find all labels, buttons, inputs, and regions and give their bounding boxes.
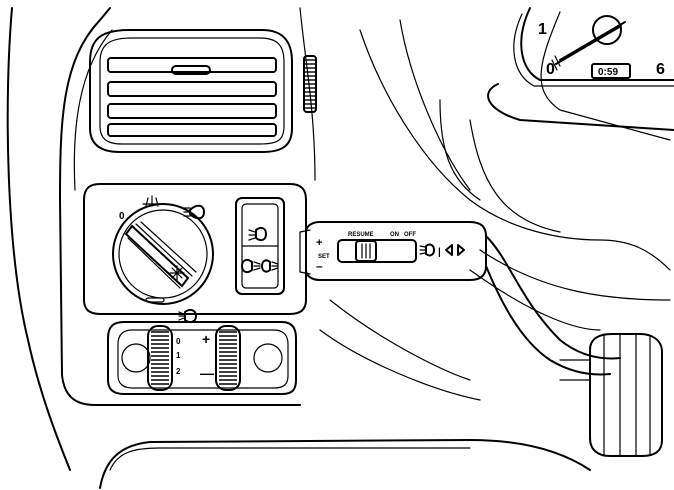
fog-light-icon bbox=[169, 265, 185, 281]
gauge-needle bbox=[555, 21, 626, 65]
dimmer-minus: — bbox=[200, 365, 214, 381]
front-fog-icon bbox=[248, 226, 267, 242]
light-switch-indicator bbox=[145, 297, 165, 303]
turn-signal-icon bbox=[445, 244, 465, 256]
cruise-control-stalk[interactable] bbox=[299, 221, 621, 376]
fog-light-switch[interactable] bbox=[235, 197, 285, 295]
parking-light-icon bbox=[142, 195, 162, 207]
stalk-on-label: ON bbox=[390, 232, 399, 238]
stalk-headlight-icon bbox=[419, 243, 435, 257]
dimmer-plus: + bbox=[202, 331, 210, 347]
gauge-tick-0: 0 bbox=[546, 61, 555, 78]
range-mark-2: 2 bbox=[176, 367, 181, 376]
dashboard-lower-edge bbox=[99, 439, 591, 489]
stalk-off-label: OFF bbox=[404, 232, 416, 238]
headlight-icon bbox=[183, 204, 205, 220]
range-mark-1: 1 bbox=[176, 351, 181, 360]
switch-module bbox=[83, 183, 307, 315]
range-mark-0: 0 bbox=[176, 337, 181, 346]
gauge-tick-1: 1 bbox=[538, 21, 547, 38]
thumbwheel-module bbox=[107, 321, 297, 395]
stalk-plus: + bbox=[316, 237, 322, 249]
light-off-mark: 0 bbox=[119, 211, 125, 222]
air-vent bbox=[89, 29, 293, 153]
range-indicator-icon bbox=[178, 308, 197, 324]
stalk-set-label: SET bbox=[318, 254, 330, 260]
cruise-slide-switch[interactable] bbox=[337, 239, 417, 263]
dashboard-outline bbox=[6, 7, 71, 471]
dashboard-dimmer-wheel[interactable] bbox=[215, 325, 241, 391]
instrument-gauge bbox=[487, 7, 674, 131]
stalk-separator: | bbox=[438, 247, 441, 258]
gauge-tick-6: 6 bbox=[656, 61, 665, 78]
stalk-minus: – bbox=[316, 259, 323, 273]
vent-tab[interactable] bbox=[171, 65, 211, 75]
clock-display bbox=[591, 63, 631, 79]
vent-thumbwheel[interactable] bbox=[303, 55, 317, 113]
rear-fog-icon bbox=[241, 258, 279, 274]
wiper-stalk[interactable] bbox=[559, 333, 663, 457]
headlight-range-wheel[interactable] bbox=[147, 325, 173, 391]
needle-hub bbox=[592, 15, 622, 45]
clock-readout: 0:59 bbox=[598, 67, 618, 78]
stalk-resume-label: RESUME bbox=[348, 232, 374, 238]
panel-outline bbox=[59, 7, 111, 201]
steering-column-line bbox=[399, 19, 471, 191]
